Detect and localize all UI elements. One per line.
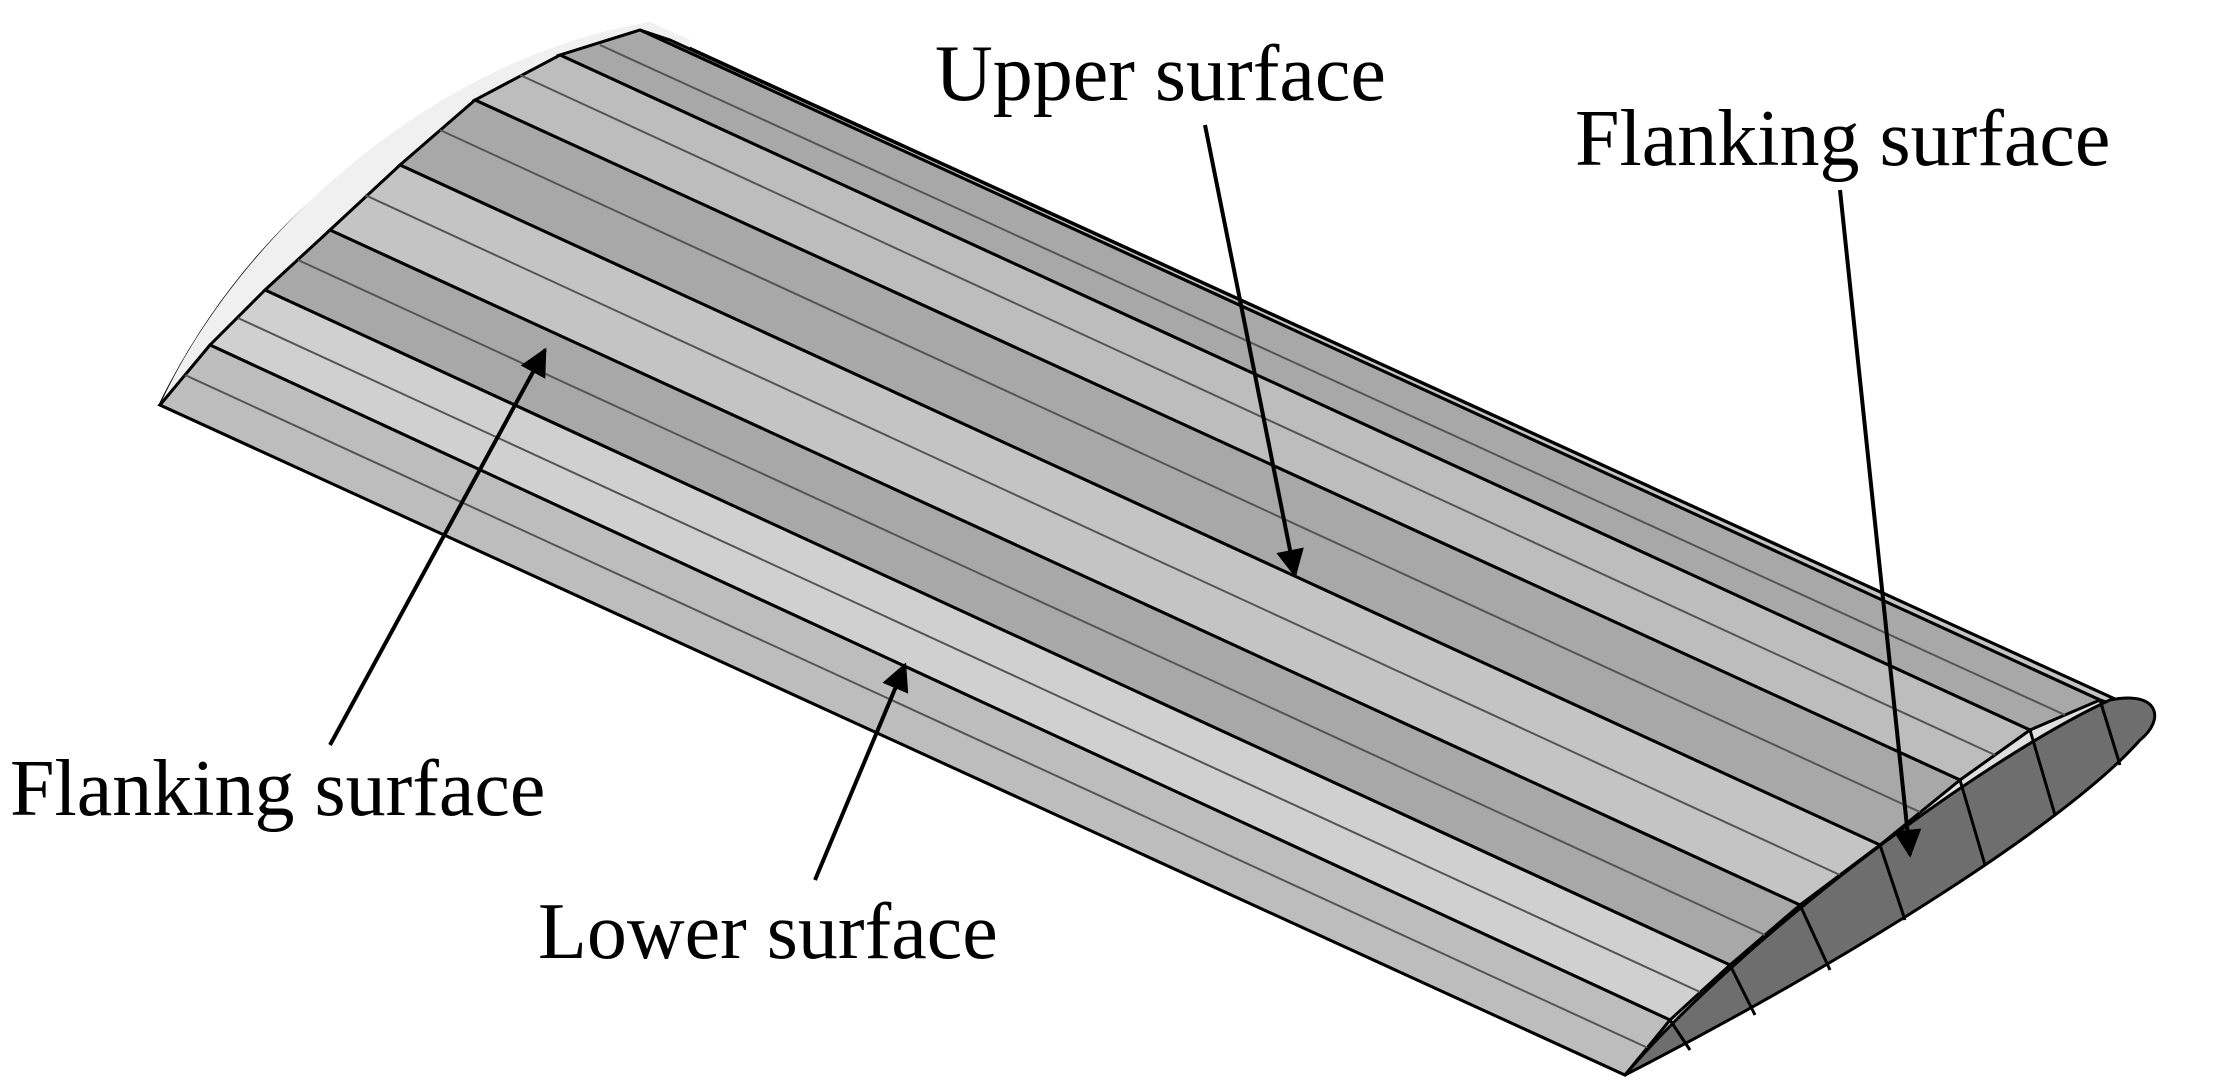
arrow-lower-surface [813,662,909,881]
arrow-flanking-left [328,347,547,746]
right-end-cap [1623,696,2157,1077]
label-lower-surface: Lower surface [538,888,998,976]
arrow-flanking-right [1838,189,1922,858]
label-upper-surface: Upper surface [935,30,1386,118]
end-cap-ribs [1668,699,2122,1051]
callout-arrows [328,124,1922,881]
arrow-upper-surface [1203,124,1304,578]
label-flanking-surface-right: Flanking surface [1575,95,2110,183]
label-flanking-surface-left: Flanking surface [10,745,545,833]
